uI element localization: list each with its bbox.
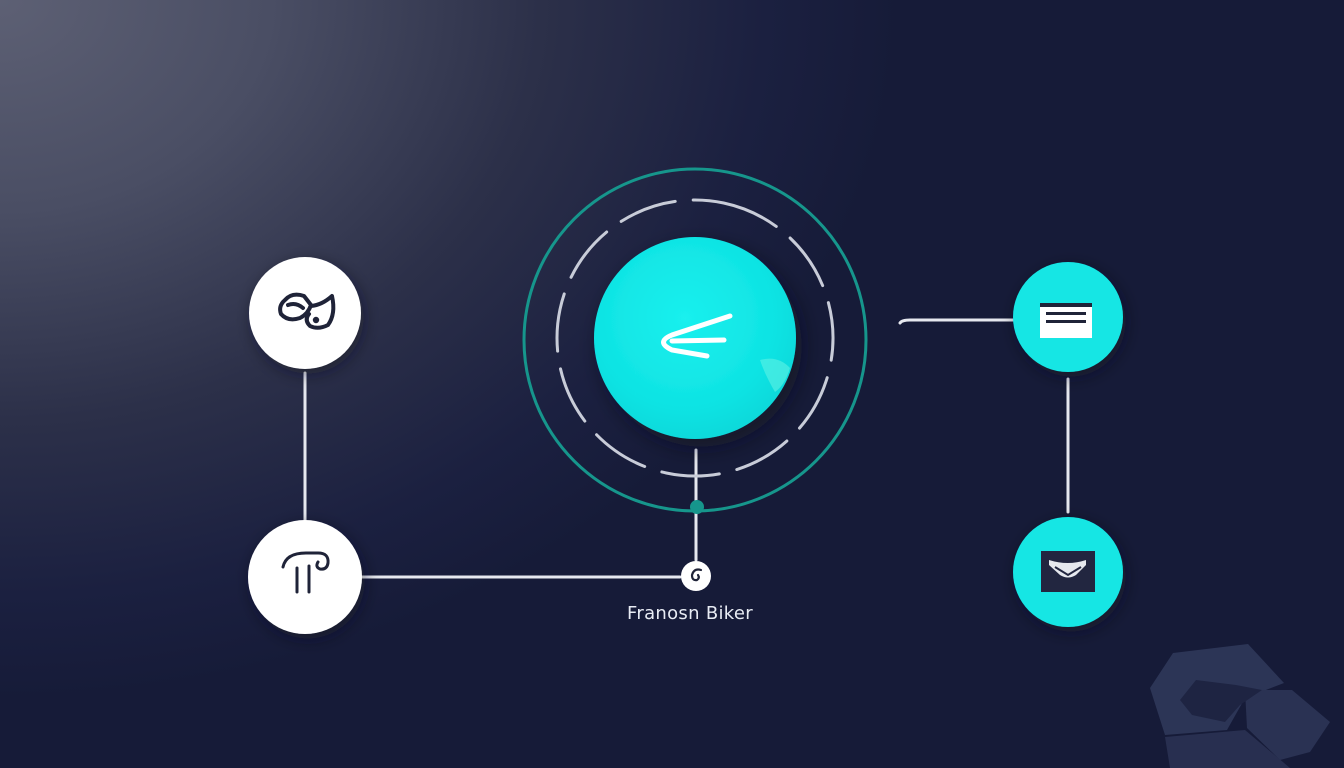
center-node-highlight (760, 358, 790, 392)
pi-column-icon (281, 551, 330, 594)
edge-center-topright (898, 318, 1017, 325)
junction-node[interactable] (681, 561, 711, 591)
document-lines-icon (1040, 303, 1092, 338)
bottom-left-node[interactable] (248, 520, 362, 634)
diagram-caption: Franosn Biker (627, 603, 753, 624)
decorative-polygon-shape (1150, 644, 1330, 768)
ring-junction-dot (690, 500, 704, 514)
inbox-tray-icon (1041, 551, 1095, 592)
swirl-icon (690, 568, 703, 582)
center-node[interactable] (594, 237, 796, 439)
back-arrow-icon (661, 313, 733, 359)
dashed-orbit-ring (555, 198, 835, 478)
connector-lines (303, 318, 1070, 579)
helmet-shield-icon (278, 292, 336, 330)
